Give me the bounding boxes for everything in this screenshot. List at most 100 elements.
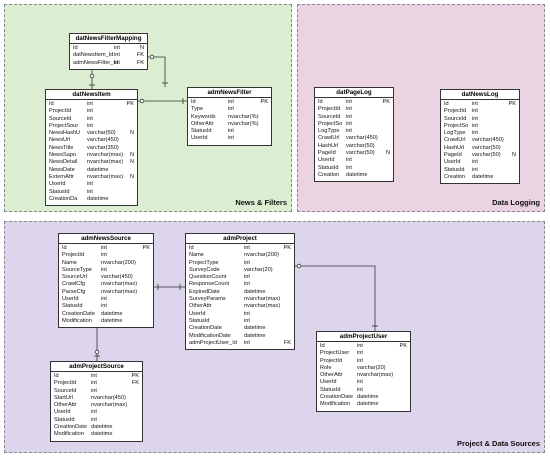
field-type: int	[244, 245, 250, 251]
field-type: int	[91, 416, 97, 423]
field-type: int	[244, 274, 250, 281]
field-type: int	[101, 245, 107, 251]
link-mapping-filter	[148, 56, 166, 87]
field-name: OtherAttr	[189, 303, 212, 310]
field-name: Name	[189, 252, 204, 259]
field-name: Role	[320, 364, 332, 371]
field-type: nvarchar(max)	[357, 372, 394, 379]
field-type: int	[91, 387, 97, 394]
field-name: SourceId	[54, 387, 77, 394]
field-type: datetime	[91, 431, 113, 438]
field-type: int	[87, 188, 93, 195]
entity-title: admProjectSource	[51, 362, 142, 372]
field-name: OtherAttr	[320, 372, 343, 379]
field-type: int	[244, 339, 250, 346]
field-key: FK	[136, 59, 144, 66]
field-name: StartUrl	[54, 394, 73, 401]
field-type: datetime	[357, 394, 379, 401]
group-label-news: News & Filters	[235, 198, 287, 207]
field-name: CreationDate	[320, 394, 353, 401]
field-row: SourceId int	[54, 388, 139, 395]
field-type: int	[244, 281, 250, 288]
field-type: datetime	[87, 166, 109, 173]
field-name: StatusId	[191, 128, 212, 135]
field-type: int	[114, 59, 120, 66]
field-name: ProjectSo	[318, 120, 343, 127]
field-type: int	[87, 181, 93, 188]
field-type: int	[87, 108, 93, 115]
field-key: PK	[260, 99, 268, 105]
field-name: ParseCfg	[62, 288, 86, 295]
field-type: varchar(450)	[87, 137, 119, 144]
field-name: SurveyCode	[189, 266, 220, 273]
field-name: Modification	[320, 401, 350, 408]
field-key: PK	[508, 101, 516, 107]
field-type: datetime	[357, 401, 379, 408]
field-type: int	[91, 409, 97, 416]
field-name: Keywords	[191, 113, 216, 120]
field-name: StatusId	[62, 303, 83, 310]
field-key: N	[511, 152, 516, 159]
field-row: CreationDate datetime	[320, 394, 407, 401]
field-key: FK	[136, 52, 144, 59]
field-name: ExternAttr	[49, 173, 74, 180]
field-type: int	[357, 379, 363, 386]
field-type: datetime	[101, 310, 123, 317]
field-type: nvarchar(%)	[228, 120, 259, 127]
field-name: ProjectId	[320, 357, 343, 364]
field-key: PK	[283, 245, 291, 251]
field-type: int	[101, 252, 107, 259]
field-key: FK	[283, 339, 291, 346]
field-name: Modification	[54, 431, 84, 438]
field-type: nvarchar(max)	[87, 152, 124, 159]
field-name: UserId	[62, 296, 79, 303]
field-name: CrawlCfg	[62, 281, 86, 288]
field-name: NewsUrl	[49, 137, 71, 144]
field-name: ProjectId	[444, 108, 467, 115]
field-name: CreationDate	[54, 424, 87, 431]
field-type: varchar(50)	[346, 142, 375, 149]
field-name: CrawlUrl	[318, 135, 340, 142]
field-name: ProjectSo	[444, 122, 469, 129]
